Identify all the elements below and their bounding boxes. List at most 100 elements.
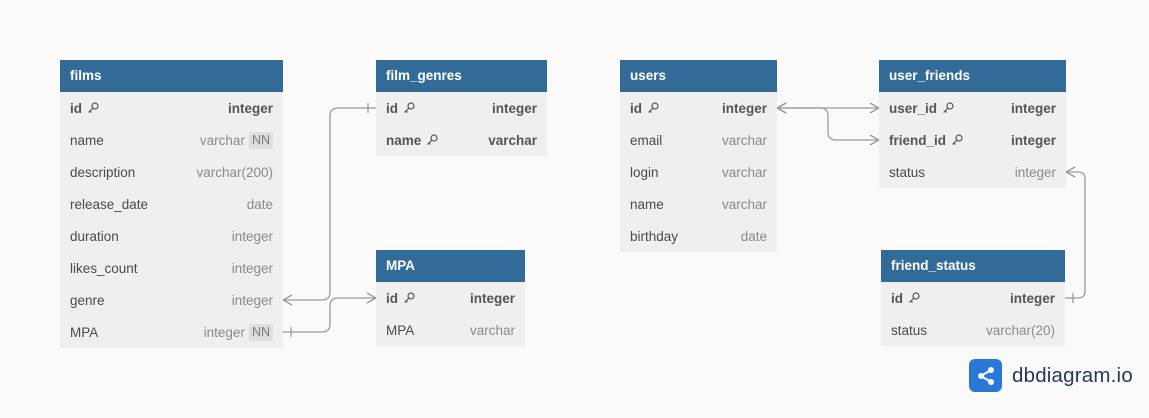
field-type-wrap: varchar: [470, 323, 515, 338]
key-icon: [426, 134, 438, 146]
field-name: email: [630, 132, 663, 148]
key-icon: [951, 134, 963, 146]
field-type-wrap: integer: [722, 101, 767, 116]
field-type: integer: [203, 324, 245, 340]
field-row[interactable]: id integer: [376, 92, 547, 124]
field-row[interactable]: login varchar: [620, 156, 777, 188]
field-name-wrap: login: [630, 165, 659, 180]
field-row[interactable]: genre integer: [60, 284, 283, 316]
table-header[interactable]: films: [60, 60, 283, 92]
field-name-wrap: id: [630, 101, 659, 116]
key-icon: [908, 292, 920, 304]
field-row[interactable]: status integer: [879, 156, 1066, 188]
field-name: name: [630, 196, 664, 212]
field-row[interactable]: id integer: [376, 282, 525, 314]
field-name-wrap: status: [891, 323, 927, 338]
key-icon: [647, 102, 659, 114]
table-header[interactable]: users: [620, 60, 777, 92]
field-name-wrap: id: [386, 101, 415, 116]
relationship-line: [1065, 171, 1086, 299]
field-row[interactable]: user_id integer: [879, 92, 1066, 124]
field-name: id: [70, 100, 82, 116]
field-type-wrap: varchar: [722, 165, 767, 180]
field-name: user_id: [889, 100, 938, 116]
field-name: birthday: [630, 228, 679, 244]
field-type: integer: [721, 100, 767, 116]
field-name: friend_id: [889, 132, 947, 148]
field-type: varchar: [469, 322, 515, 338]
field-type: integer: [469, 290, 515, 306]
field-type-wrap: integer: [232, 293, 273, 308]
not-null-badge: NN: [248, 323, 273, 341]
field-name: login: [630, 164, 659, 180]
table-header[interactable]: MPA: [376, 250, 525, 282]
field-type: integer: [231, 260, 273, 276]
share-icon: [969, 359, 1002, 392]
field-type: integer: [491, 100, 537, 116]
field-name-wrap: friend_id: [889, 133, 963, 148]
field-row[interactable]: release_date date: [60, 188, 283, 220]
field-type: date: [246, 196, 273, 212]
field-type: integer: [227, 100, 273, 116]
field-name: release_date: [70, 196, 149, 212]
field-row[interactable]: email varchar: [620, 124, 777, 156]
field-type-wrap: varchar(200): [196, 165, 273, 180]
field-type-wrap: integer: [470, 291, 515, 306]
field-type-wrap: varchar: [722, 133, 767, 148]
field-type: integer: [231, 228, 273, 244]
field-name: id: [891, 290, 903, 306]
field-type: varchar(20): [985, 322, 1055, 338]
field-row[interactable]: id integer: [620, 92, 777, 124]
field-name-wrap: user_id: [889, 101, 954, 116]
field-name-wrap: likes_count: [70, 261, 138, 276]
table-header[interactable]: film_genres: [376, 60, 547, 92]
table-users[interactable]: users id integer email varchar login varchar na…: [620, 60, 777, 252]
field-row[interactable]: id integer: [60, 92, 283, 124]
field-name-wrap: id: [386, 291, 415, 306]
field-name-wrap: id: [891, 291, 920, 306]
field-row[interactable]: status varchar(20): [881, 314, 1065, 346]
relationship-line: [283, 297, 376, 333]
field-type: integer: [1014, 164, 1056, 180]
table-header[interactable]: friend_status: [881, 250, 1065, 282]
table-header[interactable]: user_friends: [879, 60, 1066, 92]
key-icon: [87, 102, 99, 114]
field-row[interactable]: duration integer: [60, 220, 283, 252]
field-name-wrap: email: [630, 133, 662, 148]
key-icon: [942, 102, 954, 114]
not-null-badge: NN: [248, 131, 273, 149]
key-icon: [403, 292, 415, 304]
field-name-wrap: name: [70, 133, 104, 148]
field-type-wrap: integer: [1015, 165, 1056, 180]
field-type: varchar: [488, 132, 537, 148]
key-icon: [403, 102, 415, 114]
field-name-wrap: release_date: [70, 197, 148, 212]
field-name: genre: [70, 292, 105, 308]
field-row[interactable]: likes_count integer: [60, 252, 283, 284]
relationship-line: [777, 107, 879, 141]
field-name: likes_count: [70, 260, 138, 276]
brand[interactable]: dbdiagram.io: [969, 359, 1133, 392]
field-name: duration: [70, 228, 119, 244]
field-name-wrap: status: [889, 165, 925, 180]
field-name: status: [891, 322, 928, 338]
field-name-wrap: genre: [70, 293, 105, 308]
field-type: integer: [1010, 100, 1056, 116]
